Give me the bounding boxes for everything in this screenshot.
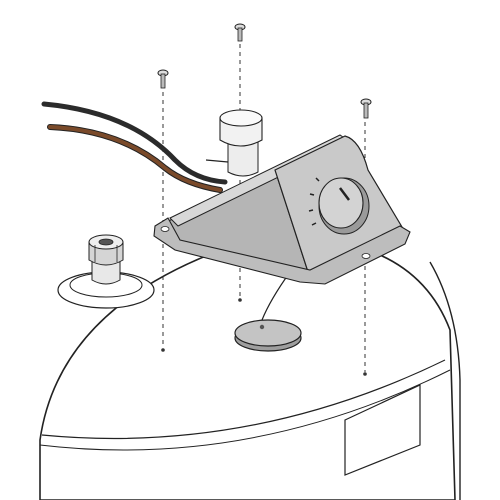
screw-icon: [157, 69, 169, 89]
tank-top-rim-inner: [39, 369, 451, 451]
tank-access-panel: [344, 384, 421, 476]
screw-icon: [360, 98, 372, 119]
temperature-knob-icon: [308, 177, 370, 235]
tank-right-edge: [429, 261, 461, 500]
guide-end-left: [161, 348, 165, 352]
guide-end-right: [363, 372, 367, 376]
guide-end-center: [238, 298, 242, 302]
water-connection-fitting-icon: [57, 234, 155, 309]
sensor-disc-icon: [234, 271, 302, 352]
tank-top-rim: [41, 359, 446, 440]
screw-icon: [234, 23, 246, 42]
power-cable-icon: [41, 101, 228, 193]
gas-valve-cap-icon: [205, 109, 263, 177]
